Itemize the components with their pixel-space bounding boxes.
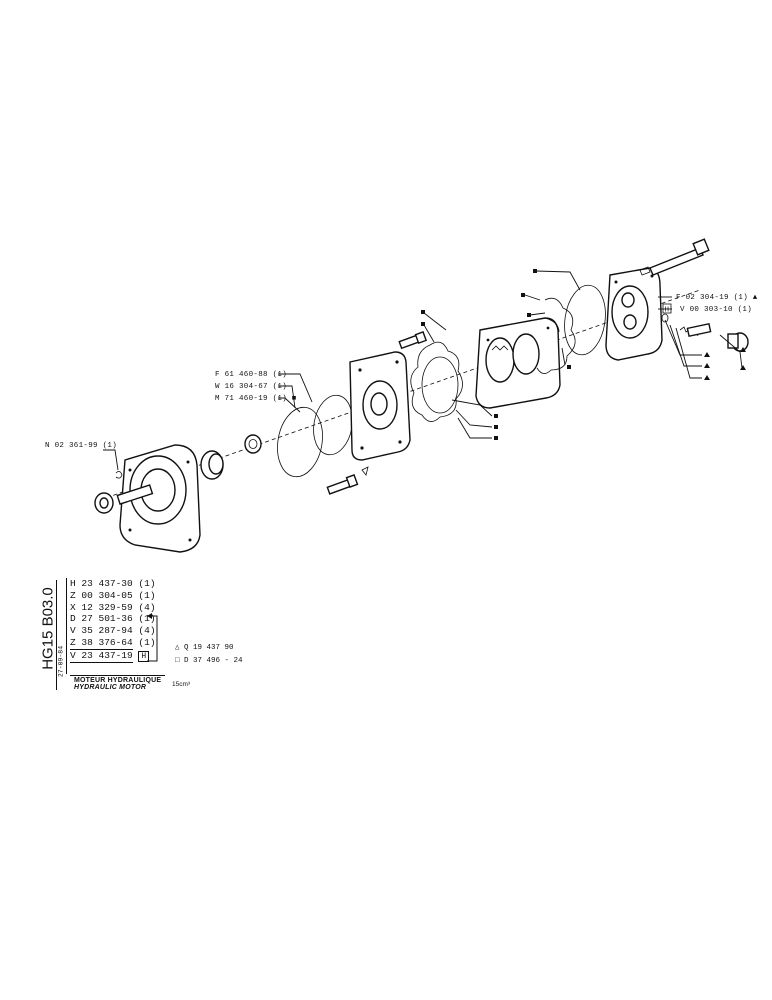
parts-list-row: D 27 501-36 (1)	[70, 613, 156, 625]
bolt-lower	[326, 466, 369, 495]
kit-bracket	[147, 613, 158, 662]
o-ring-medium	[313, 394, 353, 456]
parts-list-box-marker: H	[138, 650, 150, 662]
front-cover	[605, 267, 663, 361]
parts-list-row: X 12 329-59 (4)	[70, 601, 156, 613]
parts-list-row: H 23 437-30 (1)	[70, 578, 156, 589]
intermediate-plate	[349, 351, 411, 461]
callout-f61: F 61 460-88 (1)	[215, 371, 287, 379]
rear-housing	[116, 444, 201, 553]
key-clip	[115, 471, 123, 479]
leader-lines	[103, 270, 743, 471]
tie-bolt	[639, 238, 710, 276]
title-french: MOTEUR HYDRAULIQUE	[74, 677, 162, 684]
kit-code-square: □ D 37 496 - 24	[175, 657, 243, 665]
bearing	[244, 434, 262, 454]
o-ring-rear	[564, 284, 606, 356]
parts-list-row: Z 00 304-05 (1)	[70, 589, 156, 601]
title-block: MOTEUR HYDRAULIQUE HYDRAULIC MOTOR	[74, 677, 161, 691]
shaft-nut	[94, 492, 114, 514]
gear-body	[475, 317, 561, 409]
drawing-code-vertical: HG15 B03.0	[34, 580, 57, 690]
callout-n02: N 02 361-99 (1)	[45, 442, 117, 450]
title-divider	[70, 675, 165, 676]
parts-list-row: Z 38 376-64 (1)	[70, 636, 156, 648]
gasket-inner-ring	[421, 356, 459, 414]
relief-valve-plug	[727, 332, 749, 352]
callout-v00: V 00 303-10 (1)	[680, 306, 752, 314]
bolt-upper	[398, 331, 428, 350]
title-english: HYDRAULIC MOTOR	[74, 684, 147, 691]
parts-list: H 23 437-30 (1) Z 00 304-05 (1) X 12 329…	[70, 578, 156, 663]
callout-w16: W 16 304-67 (1)	[215, 383, 287, 391]
drawing-date-vertical: 27-09-84	[56, 640, 66, 690]
kit-code-triangle: △ Q 19 437 90	[175, 644, 234, 652]
part-markers	[421, 269, 746, 440]
relief-valve-spring	[679, 322, 712, 338]
drawing-date-text: 27-09-84	[57, 645, 65, 678]
callout-f02: F 02 304-19 (1) ▲	[676, 294, 758, 302]
callout-box-marker	[662, 303, 672, 314]
parts-list-last-item: V 23 437-19	[70, 648, 133, 663]
parts-list-row: V 35 287-94 (4)	[70, 625, 156, 637]
seal-ring	[200, 450, 224, 480]
callout-box-letter: H	[665, 307, 670, 315]
displacement-label: 15cm³	[172, 681, 191, 688]
relief-valve-seal	[661, 313, 669, 323]
gasket-rear	[536, 297, 576, 374]
callout-m71: M 71 460-19 (1) ■	[215, 395, 297, 403]
drawing-code-text: HG15 B03.0	[39, 587, 57, 670]
parts-list-bracket	[66, 578, 67, 674]
gasket-front	[410, 341, 463, 422]
o-ring-large	[277, 406, 323, 478]
parts-list-row: V 23 437-19 H	[70, 648, 156, 663]
kit-codes: △ Q 19 437 90 □ D 37 496 - 24	[175, 642, 243, 668]
